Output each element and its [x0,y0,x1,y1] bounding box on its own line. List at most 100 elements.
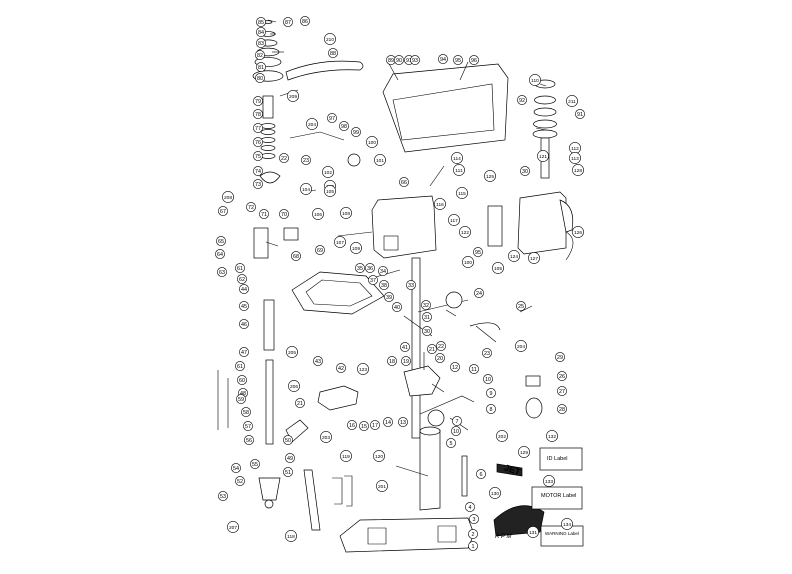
callout-101: 101 [374,154,386,166]
callout-circle [253,137,263,147]
callout-number: 54 [233,466,239,472]
leader-line [265,241,279,247]
callout-number: 67 [220,209,226,215]
callout-number: 39 [386,295,392,301]
callout-88: 88 [328,48,338,58]
callout-circle [427,344,437,354]
motor-label-box [531,486,583,510]
callout-circle [218,491,228,501]
callout-number: 10 [453,429,459,435]
callout-79: 79 [253,96,263,106]
callout-66: 66 [399,177,409,187]
callout-number: 80 [257,76,263,82]
callout-circle [483,374,493,384]
callout-circle [401,356,411,366]
callout-circle [537,150,549,162]
callout-95: 95 [453,55,463,65]
callout-number: 8 [490,407,493,413]
callout-number: 21 [297,401,303,407]
callout-number: 123 [359,367,367,373]
callout-38: 38 [379,280,389,290]
callout-circle [469,514,479,524]
callout-number: 51 [285,470,291,476]
callout-112: 112 [569,142,581,154]
motor-pulley-part [532,129,558,139]
callout-number: 207 [229,525,237,531]
callout-circle [555,352,565,362]
callout-number: 47 [241,350,247,356]
callout-104: 104 [300,183,312,195]
callout-circle [256,27,266,37]
callout-9: 9 [486,388,496,398]
callout-number: 210 [326,37,334,43]
callout-circle [468,541,478,551]
callout-46: 46 [239,319,249,329]
callout-number: 27 [559,389,565,395]
callout-number: 18 [389,359,395,365]
callout-61: 61 [235,263,245,273]
callout-circle [253,166,263,176]
callout-number: 94 [440,57,446,63]
callout-number: 118 [287,534,295,540]
callout-circle [392,302,402,312]
callout-circle [256,38,266,48]
leader-line [267,19,277,23]
callout-number: 119 [342,454,350,460]
callout-circle [448,214,460,226]
callout-number: 44 [241,287,247,293]
v-belt [285,60,364,81]
callout-32: 32 [421,300,431,310]
column-top [419,426,441,436]
callout-120: 120 [373,450,385,462]
callout-21: 21 [295,398,305,408]
hex-key-120 [344,475,353,507]
bearing [260,123,276,129]
callout-122: 122 [459,226,471,238]
callout-circle [279,209,289,219]
callout-circle [227,521,239,533]
callout-circle [520,166,530,176]
callout-number: 107 [336,240,344,246]
callout-number: 52 [237,479,243,485]
motor-cord [565,231,574,261]
callout-83: 83 [256,38,266,48]
callout-circle [383,417,393,427]
spindle [265,359,274,445]
callout-number: 56 [246,438,252,444]
callout-10: 10 [483,374,493,384]
callout-circle [496,430,508,442]
callout-circle [351,127,361,137]
callout-number: 82 [257,53,263,59]
wrench-118 [303,469,321,531]
callout-circle [518,446,530,458]
callout-number: 101 [376,158,384,164]
callout-133: 133 [543,475,555,487]
bearing [260,129,276,135]
callout-number: 97 [329,116,335,122]
callout-circle [421,300,431,310]
callout-circle [246,202,256,212]
callout-109: 109 [350,242,362,254]
callout-circle [235,263,245,273]
callout-circle [328,48,338,58]
callout-circle [484,170,496,182]
pulley-sleeve [262,95,274,119]
callout-64: 64 [215,249,225,259]
callout-circle [250,459,260,469]
head-window [383,235,399,251]
callout-number: 77 [255,126,261,132]
callout-number: 117 [450,218,458,224]
callout-circle [283,435,293,445]
callout-114: 114 [451,152,463,164]
leader-line [519,305,533,313]
callout-115: 115 [456,187,468,199]
callout-circle [376,480,388,492]
callout-circle [476,469,486,479]
callout-123: 123 [357,363,369,375]
feed-shaft [289,131,345,141]
callout-number: 69 [317,248,323,254]
callout-100: 100 [462,256,474,268]
callout-number: 32 [423,303,429,309]
callout-number: 40 [394,305,400,311]
callout-number: 28 [559,407,565,413]
